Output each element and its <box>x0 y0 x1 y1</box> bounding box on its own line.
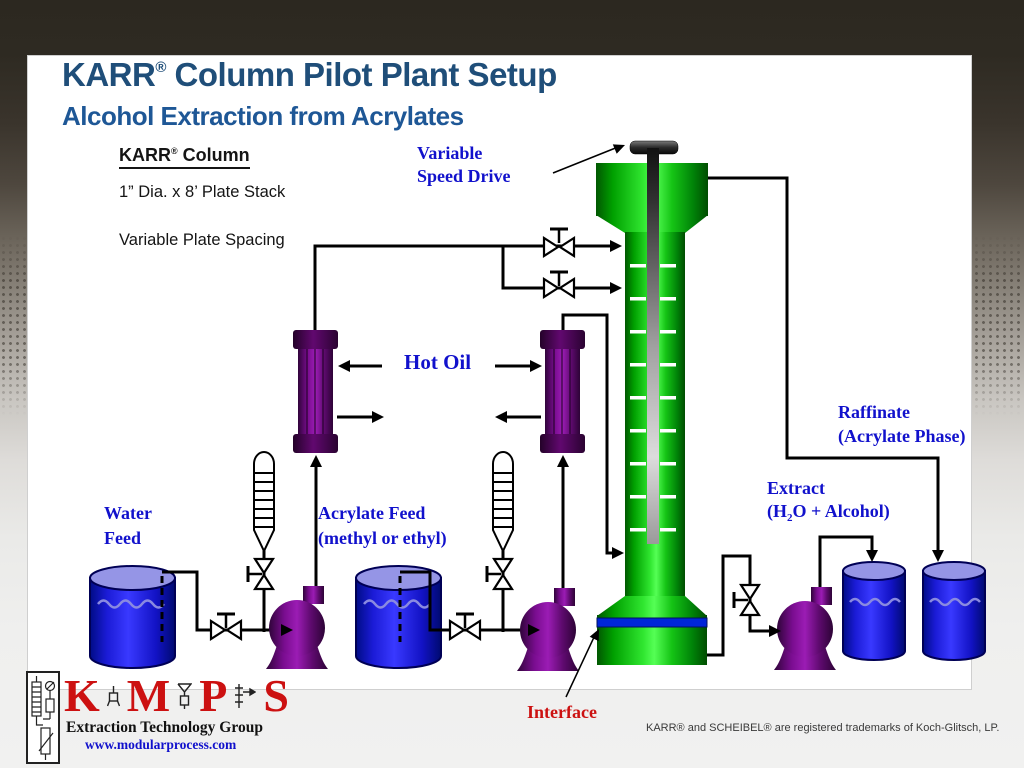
page-subtitle: Alcohol Extraction from Acrylates <box>62 101 464 131</box>
trademark-notice: KARR® and SCHEIBEL® are registered trade… <box>646 722 1000 734</box>
pipe-raffinate <box>700 176 940 554</box>
registered-mark: ® <box>155 59 166 76</box>
pipe-hx-right-to-column-bottom <box>561 313 616 555</box>
pipe-water-suction <box>162 570 288 632</box>
drive-shaft <box>647 148 659 544</box>
logo-wordmark: K M P S <box>64 673 289 719</box>
valve-water-rotameter <box>246 557 276 591</box>
registered-mark: ® <box>171 146 178 156</box>
pipe-extract-pump-discharge <box>818 535 874 595</box>
arrow-extract-pump-inlet <box>769 625 781 637</box>
rotameter-water <box>253 451 275 554</box>
arrow-acrylate-pump-inlet <box>528 624 540 636</box>
extract-pump <box>774 587 836 670</box>
valves <box>209 227 762 642</box>
flow-arrows <box>281 240 944 637</box>
logo-letter-p: P <box>199 670 228 721</box>
plate-spacing-note: Variable Plate Spacing <box>119 231 285 249</box>
arrow-into-raffinate-tank <box>932 550 944 562</box>
arrow-hot-oil-out-right <box>495 411 507 423</box>
valve-acrylate-rotameter <box>485 557 515 591</box>
page-title: KARR® Column Pilot Plant Setup <box>62 56 557 93</box>
column-dimension-note: 1” Dia. x 8’ Plate Stack <box>119 183 286 201</box>
extract-tank <box>842 561 906 661</box>
extract-label: Extract (H2O + Alcohol) <box>767 478 890 524</box>
arrow-to-hx-right <box>557 455 569 467</box>
water-feed-label: Water Feed <box>104 503 152 548</box>
column-heading: KARR® Column <box>119 145 250 169</box>
acrylate-feed-label: Acrylate Feed (methyl or ethyl) <box>318 503 447 548</box>
heat-exchanger-right <box>540 330 585 453</box>
logo-symbol-3 <box>235 684 257 708</box>
arrow-into-column-upper <box>610 240 622 252</box>
valve-acrylate-suction <box>448 612 482 642</box>
arrow-hot-oil-in-left <box>338 360 350 372</box>
arrow-interface <box>589 629 599 642</box>
arrow-variable-speed-drive <box>612 144 625 154</box>
interface-label: Interface <box>527 702 597 722</box>
water-pump <box>266 586 328 669</box>
variable-speed-drive-label: Variable Speed Drive <box>417 143 511 186</box>
valve-extract <box>732 583 762 617</box>
arrow-to-hx-left <box>310 455 322 467</box>
pipe-extract-to-pump <box>700 554 775 657</box>
arrow-water-pump-inlet <box>281 624 293 636</box>
valve-water-suction <box>209 612 243 642</box>
pipe-acrylate-suction <box>400 570 535 632</box>
annotation-arrows <box>552 144 625 698</box>
arrow-into-column-bottom <box>612 547 624 559</box>
logo-letter-s: S <box>263 670 289 721</box>
logo-tagline: Extraction Technology Group <box>66 719 263 736</box>
raffinate-tank <box>922 561 986 661</box>
rotameter-acrylate <box>492 451 514 554</box>
pipe-column-feed-lower-branch <box>501 246 614 290</box>
arrow-hot-oil-out-left <box>372 411 384 423</box>
water-feed-tank <box>89 565 176 669</box>
heat-exchanger-left <box>293 330 338 453</box>
hot-oil-label: Hot Oil <box>404 350 472 374</box>
karr-column <box>596 140 708 665</box>
logo-symbol-1 <box>106 686 120 707</box>
pipe-hx-left-to-column-upper <box>313 244 614 332</box>
column-base-flare <box>597 596 707 616</box>
logo-symbol-2 <box>177 683 193 709</box>
logo-mini-diagram <box>26 671 60 764</box>
logo-letter-m: M <box>126 670 171 721</box>
acrylate-pump <box>517 588 579 671</box>
raffinate-label: Raffinate (Acrylate Phase) <box>838 402 966 446</box>
interface-band <box>596 617 708 628</box>
arrow-into-column-lower <box>610 282 622 294</box>
column-plates <box>630 264 676 532</box>
arrow-into-extract-tank <box>866 550 878 562</box>
logo-letter-k: K <box>64 670 100 721</box>
arrow-hot-oil-in-right <box>530 360 542 372</box>
valve-column-feed-upper <box>542 227 576 259</box>
logo-url: www.modularprocess.com <box>85 737 237 752</box>
valve-column-feed-lower <box>542 270 576 300</box>
